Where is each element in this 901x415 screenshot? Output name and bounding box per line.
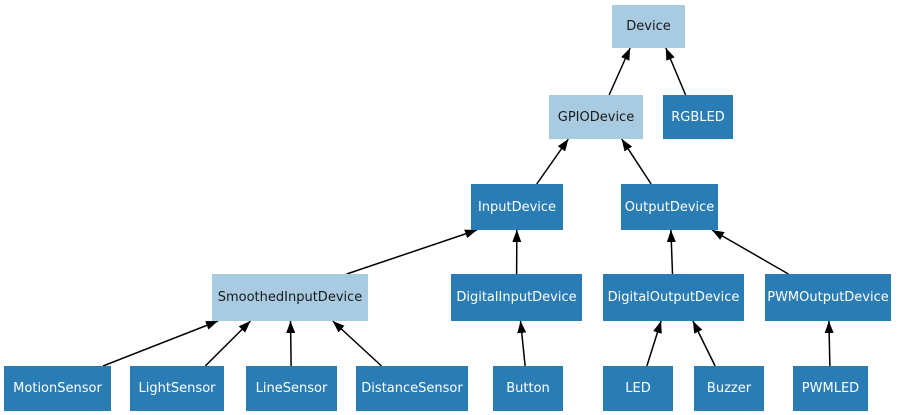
- class-node-outputdevice: OutputDevice: [621, 184, 718, 230]
- class-node-led: LED: [603, 366, 673, 411]
- inheritance-edge-pwmoutputdevice-to-outputdevice: [711, 229, 789, 275]
- inheritance-edge-button-to-digitalinputdevice: [517, 320, 527, 367]
- inheritance-edge-rgbled-to-device: [665, 47, 687, 96]
- inheritance-edge-buzzer-to-digitaloutputdevice: [692, 320, 716, 367]
- inheritance-edge-lightsensor-to-smoothedinputdevice: [204, 320, 251, 367]
- class-node-label: RGBLED: [671, 109, 725, 125]
- class-node-label: DistanceSensor: [361, 381, 463, 396]
- edge-lines-group: [102, 47, 834, 367]
- class-node-buzzer: Buzzer: [694, 366, 764, 411]
- class-node-label: Buzzer: [706, 381, 752, 396]
- inheritance-edge-outputdevice-to-gpiodevice: [621, 138, 652, 185]
- class-node-linesensor: LineSensor: [246, 366, 337, 411]
- class-node-label: PWMOutputDevice: [767, 290, 889, 305]
- class-node-rgbled: RGBLED: [663, 95, 733, 139]
- class-node-label: MotionSensor: [13, 381, 102, 396]
- class-node-label: DigitalOutputDevice: [607, 290, 740, 305]
- inheritance-edge-motionsensor-to-smoothedinputdevice: [102, 320, 219, 367]
- class-node-label: DigitalInputDevice: [456, 290, 577, 305]
- inheritance-edge-smoothedinputdevice-to-inputdevice: [346, 229, 478, 275]
- class-node-lightsensor: LightSensor: [130, 366, 224, 411]
- class-node-label: LED: [625, 381, 651, 396]
- inheritance-edge-inputdevice-to-gpiodevice: [536, 138, 569, 185]
- class-node-label: PWMLED: [801, 381, 860, 396]
- class-node-digitalinputdevice: DigitalInputDevice: [451, 274, 582, 321]
- class-node-gpiodevice: GPIODevice: [549, 95, 643, 139]
- class-node-device: Device: [612, 5, 685, 48]
- inheritance-edge-pwmled-to-pwmoutputdevice: [824, 320, 834, 367]
- class-node-button: Button: [493, 366, 563, 411]
- inheritance-edge-gpiodevice-to-device: [608, 47, 631, 96]
- class-node-label: InputDevice: [477, 199, 557, 215]
- class-node-inputdevice: InputDevice: [471, 184, 563, 230]
- inheritance-edge-linesensor-to-smoothedinputdevice: [286, 320, 296, 367]
- class-node-digitaloutputdevice: DigitalOutputDevice: [603, 274, 744, 321]
- inheritance-edge-distancesensor-to-smoothedinputdevice: [332, 320, 383, 367]
- class-node-label: Device: [626, 19, 671, 34]
- class-node-motionsensor: MotionSensor: [4, 366, 111, 411]
- inheritance-edge-digitaloutputdevice-to-outputdevice: [666, 229, 676, 275]
- class-node-label: LineSensor: [255, 381, 328, 396]
- inheritance-edge-led-to-digitaloutputdevice: [646, 320, 662, 367]
- class-node-label: LightSensor: [138, 381, 216, 396]
- class-node-pwmoutputdevice: PWMOutputDevice: [765, 274, 891, 321]
- class-node-label: GPIODevice: [557, 109, 635, 125]
- class-node-smoothedinputdevice: SmoothedInputDevice: [212, 274, 368, 321]
- class-node-distancesensor: DistanceSensor: [356, 366, 468, 411]
- class-node-label: Button: [506, 381, 550, 396]
- class-node-label: OutputDevice: [624, 199, 715, 215]
- class-node-pwmled: PWMLED: [793, 366, 868, 411]
- class-node-label: SmoothedInputDevice: [217, 290, 363, 305]
